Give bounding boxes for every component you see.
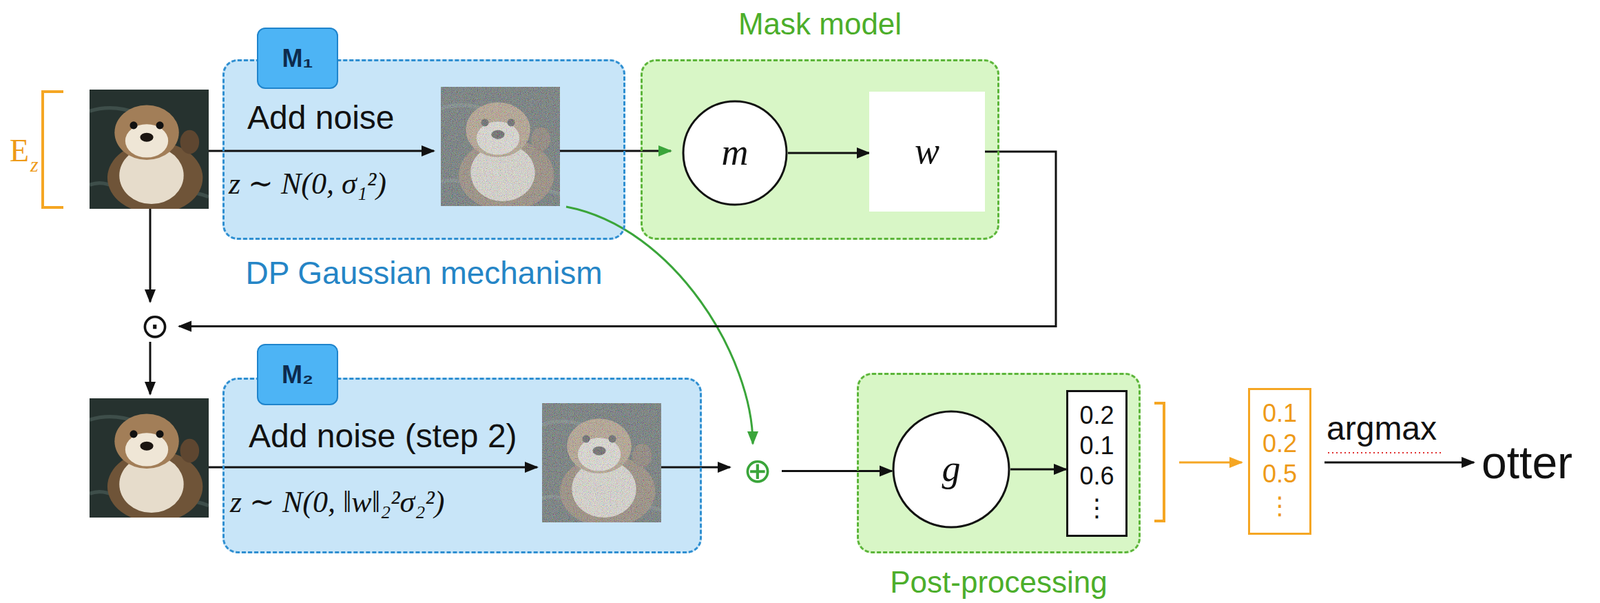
connector-arrow xyxy=(787,152,870,155)
operator-glyph: ⊙ xyxy=(140,307,170,346)
box-fill xyxy=(856,372,1141,554)
tab-label: M₁ xyxy=(282,44,314,73)
function-circle: g xyxy=(891,409,1011,529)
module-box: mwMask model xyxy=(640,59,1000,240)
otter-image xyxy=(89,89,209,214)
vector-entry: 0.2 xyxy=(1079,401,1114,430)
operator-symbol: ⊙ xyxy=(130,303,180,350)
function-name: w xyxy=(914,130,940,172)
operation-label: argmax xyxy=(1326,410,1437,448)
vector-entry: 0.5 xyxy=(1262,460,1297,488)
operator-symbol: ⊕ xyxy=(733,447,782,494)
noise-formula: z ∼ N(0, σ₁²) xyxy=(228,167,387,201)
mechanism-tab: M₁ xyxy=(256,27,339,89)
step-text: Add noise (step 2) xyxy=(248,418,518,455)
expectation-bracket xyxy=(1154,402,1165,521)
argmax-arrow xyxy=(1324,461,1474,464)
vector-entry: 0.1 xyxy=(1262,399,1297,428)
mechanism-box: M₁Add noisez ∼ N(0, σ₁²)DP Gaussian mech… xyxy=(222,59,626,240)
flow-arrow xyxy=(559,150,671,153)
flow-arrow xyxy=(149,341,152,394)
mechanism-tab: M₂ xyxy=(256,343,339,405)
box-fill xyxy=(640,59,1000,240)
connector-arrow xyxy=(1010,468,1067,471)
module-box: g0.20.10.6⋮Post-processing xyxy=(856,372,1141,554)
connector-arrow xyxy=(781,469,892,472)
expectation-symbol: E xyxy=(9,133,29,169)
circle-shape xyxy=(893,411,1010,527)
expectation-bracket xyxy=(42,91,64,208)
vector-entry: 0.1 xyxy=(1079,431,1114,460)
expectation-subscript: z xyxy=(30,152,39,176)
box-heading: Post-processing xyxy=(889,565,1107,599)
expectation-arrow xyxy=(1179,461,1242,464)
flow-arrow xyxy=(208,466,538,469)
noisy-otter xyxy=(542,402,662,527)
tab-label: M₂ xyxy=(281,360,314,389)
vector-entry: ⋮ xyxy=(1084,493,1110,522)
noise-overlay xyxy=(440,86,560,206)
noisy-image xyxy=(440,86,560,211)
operator-glyph: ⊕ xyxy=(743,451,773,490)
expected-score-vector: 0.10.20.5 ⋮ xyxy=(1248,387,1312,535)
flow-arrow xyxy=(149,208,152,302)
function-circle: m xyxy=(681,99,788,206)
flow-arrow xyxy=(661,466,731,469)
box-heading: DP Gaussian mechanism xyxy=(245,255,602,291)
step-text: Add noise xyxy=(247,99,395,137)
box-heading: Mask model xyxy=(738,7,902,41)
noisy-otter xyxy=(440,86,560,211)
noise-overlay xyxy=(542,402,662,523)
spellcheck-underline xyxy=(1327,451,1443,454)
vector-entry: 0.2 xyxy=(1262,429,1297,458)
vector-entry: ⋮ xyxy=(1267,491,1293,520)
noise-formula: z ∼ N(0, ‖w‖₂²σ₂²) xyxy=(230,485,445,519)
circle-shape xyxy=(683,101,787,205)
mechanism-box: M₂Add noise (step 2)z ∼ N(0, ‖w‖₂²σ₂²) xyxy=(222,377,702,554)
prediction-label: otter xyxy=(1481,437,1573,488)
function-name: g xyxy=(942,448,961,490)
noisy-image xyxy=(542,402,662,527)
flow-arrow xyxy=(208,150,434,153)
function-name: m xyxy=(721,132,749,173)
vector-entry: 0.6 xyxy=(1079,462,1114,490)
score-vector: 0.20.10.6 ⋮ xyxy=(1066,389,1128,537)
masked-otter-image xyxy=(89,398,209,523)
mask-output: w xyxy=(869,91,985,212)
